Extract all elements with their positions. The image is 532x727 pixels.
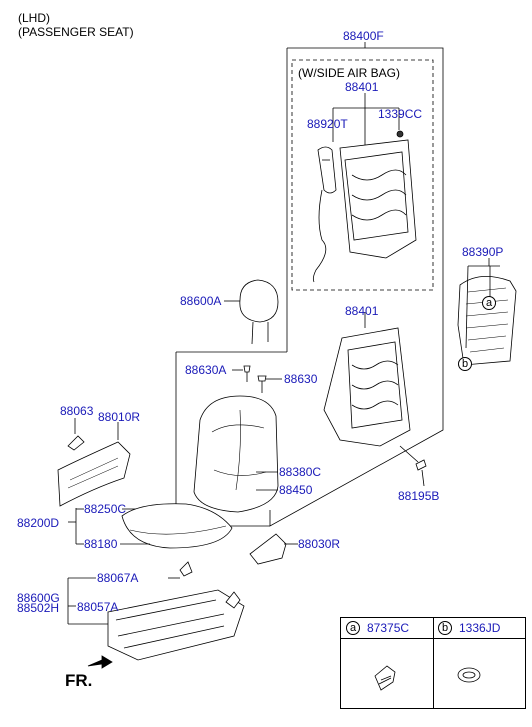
legend-divider [433, 618, 434, 708]
label-88200D: 88200D [17, 516, 60, 530]
label-88600A: 88600A [180, 294, 222, 308]
headrest [239, 279, 279, 323]
airbag-module [317, 146, 337, 194]
callout-a: a [482, 296, 496, 310]
legend-a-part: 87375C [367, 621, 410, 635]
label-88067A: 88067A [97, 571, 139, 585]
label-88010R: 88010R [98, 410, 141, 424]
side-shield [57, 441, 131, 507]
label-88401-top: 88401 [345, 80, 379, 94]
seat-track [107, 589, 245, 661]
label-88502H: 88502H [17, 601, 60, 615]
label-88380C: 88380C [279, 465, 322, 479]
grommet-1336JD-icon [457, 667, 481, 683]
airbag-note: (W/SIDE AIR BAG) [298, 66, 401, 80]
fr-arrow [87, 655, 113, 669]
label-88920T: 88920T [307, 117, 348, 131]
label-88630A: 88630A [185, 363, 227, 377]
seat-back-frame [323, 327, 411, 447]
legend-b-circle: b [438, 621, 452, 635]
label-88250C: 88250C [84, 502, 127, 516]
seat-cushion [121, 503, 233, 549]
header-passenger-seat: (PASSENGER SEAT) [18, 25, 134, 39]
legend-icons [374, 665, 481, 691]
header-lhd: (LHD) [18, 11, 50, 25]
label-88195B: 88195B [398, 489, 440, 503]
label-1339CC: 1339CC [378, 107, 423, 121]
group-outline [269, 47, 444, 527]
label-88401-mid: 88401 [345, 304, 379, 318]
label-88390P: 88390P [462, 245, 504, 259]
direction-label: FR. [65, 671, 93, 690]
label-88180: 88180 [84, 537, 118, 551]
label-88400F: 88400F [343, 29, 384, 43]
label-88450: 88450 [279, 483, 313, 497]
airbag-box [291, 59, 434, 291]
legend-b-part: 1336JD [459, 621, 501, 635]
seat-back-cushion [193, 395, 279, 513]
callout-b: b [458, 357, 472, 371]
legend-table: a 87375C b 1336JD [340, 617, 526, 709]
label-88030R: 88030R [298, 537, 341, 551]
label-88063: 88063 [60, 404, 94, 418]
legend-a-circle: a [346, 621, 360, 635]
label-88630: 88630 [284, 372, 318, 386]
label-88057A: 88057A [77, 600, 119, 614]
label-88600G: 88600G [17, 591, 60, 605]
